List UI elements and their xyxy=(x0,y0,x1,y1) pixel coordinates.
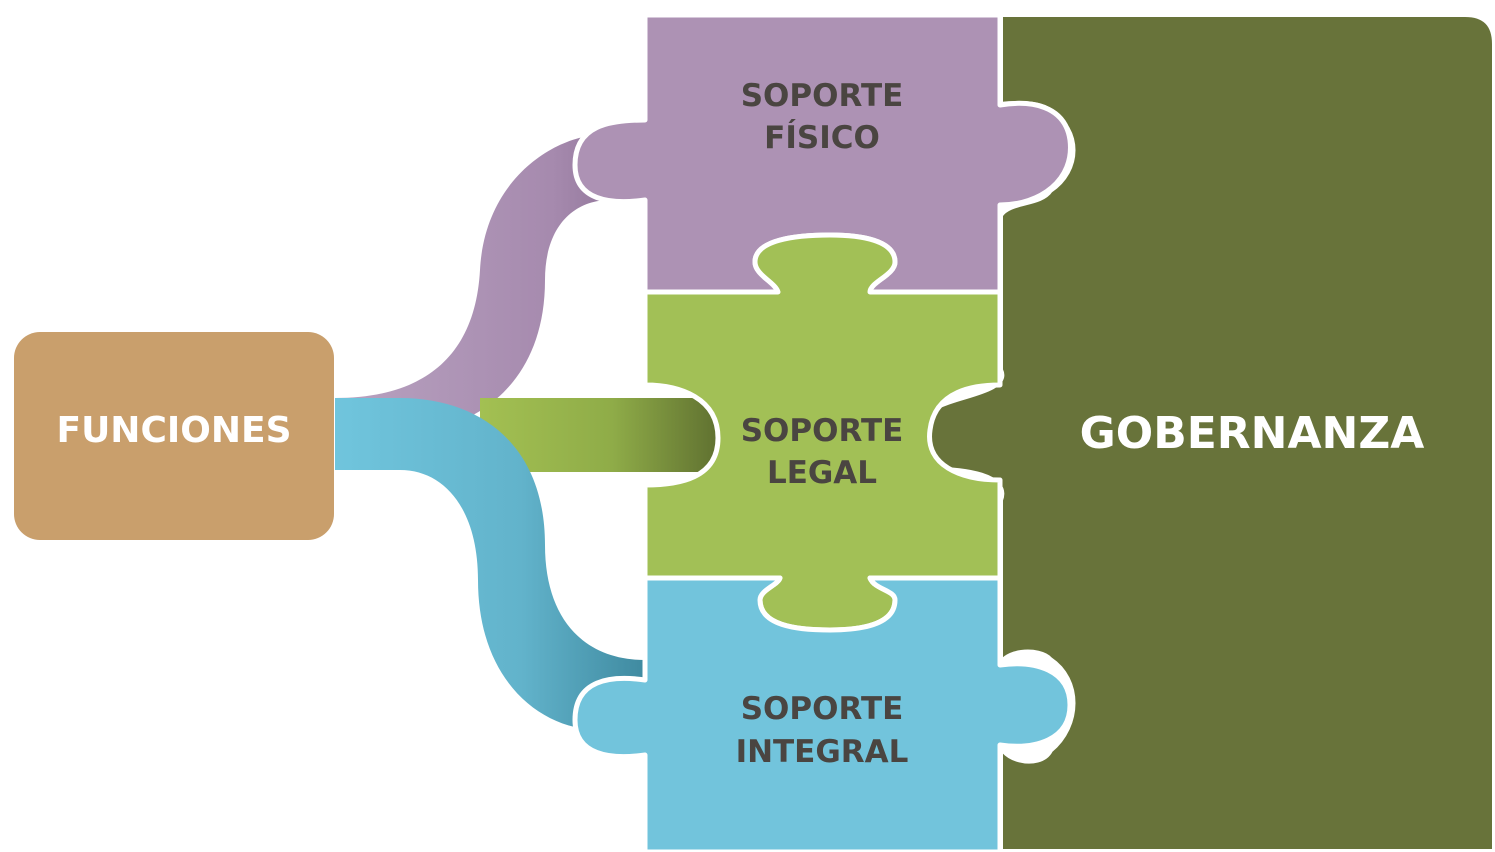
funciones-label: FUNCIONES xyxy=(56,410,291,451)
connectors xyxy=(335,135,720,730)
piece-soporte-integral: SOPORTE INTEGRAL xyxy=(572,575,1073,852)
piece-legal-line1: SOPORTE xyxy=(741,413,904,449)
piece-legal-line2: LEGAL xyxy=(767,455,877,491)
funciones-shape xyxy=(14,332,334,540)
piece-fisico-line2: FÍSICO xyxy=(764,120,880,156)
piece-integral-line2: INTEGRAL xyxy=(736,734,909,770)
connector-integral xyxy=(335,398,645,730)
gobernanza-label: GOBERNANZA xyxy=(1080,408,1425,459)
piece-fisico-line1: SOPORTE xyxy=(741,78,904,114)
connector-legal xyxy=(480,398,720,472)
piece-integral-shape xyxy=(572,575,1073,852)
funciones-box: FUNCIONES xyxy=(14,332,334,540)
connector-fisico xyxy=(335,135,645,432)
piece-integral-line1: SOPORTE xyxy=(741,691,904,727)
piece-soporte-legal: SOPORTE LEGAL xyxy=(642,232,1003,633)
piece-soporte-fisico: SOPORTE FÍSICO xyxy=(572,12,1073,295)
